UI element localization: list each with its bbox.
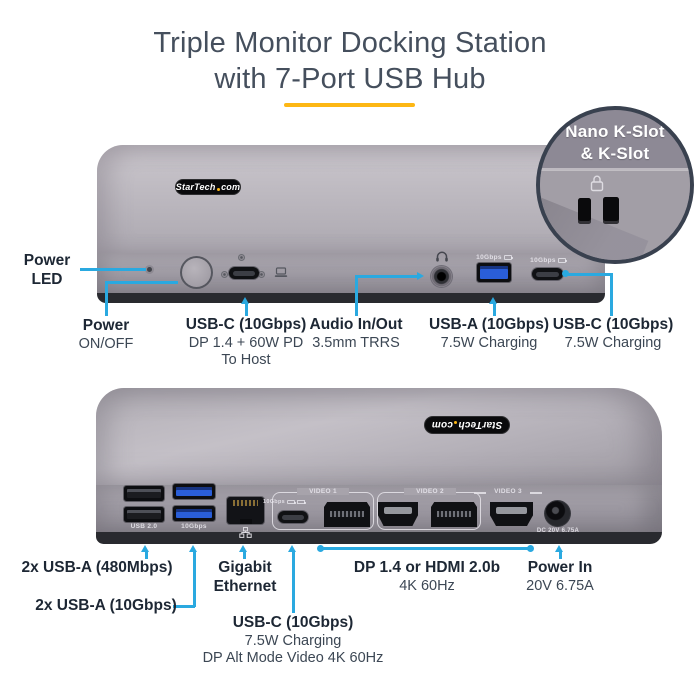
security-slot-inset: Nano K-Slot & K-Slot [536, 106, 694, 264]
inset-device-edge [540, 168, 690, 171]
power-switch-callout-line [105, 281, 178, 284]
hdmi-port-1[interactable] [378, 502, 418, 526]
video-callout-dot-left [317, 545, 324, 552]
brand-text-right: com [431, 419, 453, 431]
printed-label-usb-a-speed: 10Gbps [472, 254, 516, 261]
ethernet-callout-line [243, 551, 246, 559]
ethernet-port[interactable] [227, 497, 264, 524]
usb-a-10g-port-2[interactable] [173, 506, 215, 521]
callout-usb-c-charging: USB-C (10Gbps) 7.5W Charging [552, 316, 674, 351]
video3-dash [530, 492, 542, 494]
inset-label-line-1: Nano K-Slot [565, 122, 665, 141]
audio-callout-line [355, 275, 358, 316]
page-title-line-1: Triple Monitor Docking Station [153, 27, 547, 59]
usb-c-rear-port[interactable] [278, 511, 308, 523]
video-callout-line [322, 547, 530, 550]
audio-callout-arrow [417, 272, 424, 280]
power-in-callout-line [559, 551, 562, 559]
screw-icon [238, 254, 245, 261]
usb2-callout-arrow [141, 545, 149, 552]
title-accent-underline [284, 103, 415, 107]
laptop-icon [274, 267, 288, 277]
nano-k-slot [578, 198, 591, 224]
usb10-callout-arrow [189, 545, 197, 552]
printed-label-usb10: 10Gbps [181, 523, 207, 530]
callout-power-switch: Power ON/OFF [78, 317, 134, 352]
video3-dash [474, 492, 486, 494]
dc-power-jack[interactable] [544, 500, 571, 527]
callout-power-in: Power In 20V 6.75A [526, 559, 594, 594]
callout-video: DP 1.4 or HDMI 2.0b 4K 60Hz [353, 559, 501, 594]
callout-rear-usb-c: USB-C (10Gbps) 7.5W Charging DP Alt Mode… [202, 614, 384, 666]
battery-icon [286, 499, 296, 505]
printed-label-video1: VIDEO 1 [297, 488, 349, 495]
headphones-icon [436, 251, 448, 262]
lock-icon [590, 175, 604, 192]
power-switch-callout-line [105, 281, 108, 316]
usb-c-host-callout-line [245, 303, 248, 316]
rear-usb-c-callout-arrow [288, 545, 296, 552]
printed-label-dc: DC 20V 6.75A [536, 528, 580, 534]
power-button[interactable] [180, 256, 213, 289]
callout-usb2: 2x USB-A (480Mbps) [21, 559, 173, 576]
hdmi-port-2[interactable] [490, 502, 533, 526]
rear-usb-c-callout-line [292, 551, 295, 613]
brand-text-left: StarTech [175, 182, 216, 192]
ethernet-callout-arrow [239, 545, 247, 552]
usb-a-2-0-port-2[interactable] [124, 507, 164, 522]
audio-callout-line [355, 275, 418, 278]
usb-c-callout-line [566, 273, 612, 276]
callout-usb-c-host: USB-C (10Gbps) DP 1.4 + 60W PD To Host [185, 316, 307, 368]
dock-rear-base [96, 532, 662, 544]
screw-icon [258, 271, 265, 278]
video-callout-dot-right [527, 545, 534, 552]
printed-label-usb2: USB 2.0 [130, 523, 158, 530]
usb-c-callout-dot [562, 270, 569, 277]
callout-ethernet: Gigabit Ethernet [213, 559, 277, 595]
callout-usb-a: USB-A (10Gbps) 7.5W Charging [429, 316, 549, 351]
battery-icon [503, 255, 513, 260]
dock-front-top-surface [97, 145, 605, 253]
usb-a-callout-arrow [489, 297, 497, 304]
display-icon [296, 499, 306, 505]
star-dot-icon [453, 420, 458, 425]
brand-text-left: StarTech [458, 419, 503, 431]
dock-rear-top-surface [96, 388, 662, 485]
startech-logo-front: StarTech com [175, 179, 241, 195]
page-title-line-2: with 7-Port USB Hub [214, 63, 486, 95]
usb10-callout-line [193, 551, 196, 607]
usb-c-host-callout-arrow [241, 297, 249, 304]
power-led-dot [147, 267, 152, 272]
usb-a-2-0-port-1[interactable] [124, 486, 164, 501]
printed-label-video3: VIDEO 3 [494, 488, 522, 495]
brand-text-right: com [221, 182, 241, 192]
printed-label-video2: VIDEO 2 [404, 488, 456, 495]
power-led-callout-line [80, 268, 146, 271]
star-dot-icon [216, 187, 221, 192]
startech-logo-rear: StarTech com [424, 416, 510, 434]
ethernet-icon [239, 527, 252, 538]
usb2-callout-line [145, 551, 148, 559]
power-in-callout-arrow [555, 545, 563, 552]
audio-jack-3-5mm[interactable] [430, 265, 453, 288]
dock-front-base [97, 293, 605, 303]
callout-power-led: Power LED [23, 252, 71, 288]
inset-label-line-2: & K-Slot [580, 144, 650, 163]
usb-c-host-port[interactable] [229, 267, 259, 279]
usb-c-callout-line [610, 273, 613, 316]
usb-a-10g-front-port[interactable] [477, 263, 511, 282]
callout-usb10: 2x USB-A (10Gbps) [35, 597, 177, 614]
displayport-1[interactable] [324, 502, 370, 527]
usb-c-front-port[interactable] [532, 268, 563, 280]
k-slot [603, 197, 619, 224]
callout-audio: Audio In/Out 3.5mm TRRS [309, 316, 403, 351]
usb-a-callout-line [493, 303, 496, 316]
displayport-2[interactable] [431, 502, 477, 527]
printed-label-rear-usb-c: 10Gbps [262, 499, 306, 505]
screw-icon [221, 271, 228, 278]
usb10-callout-line [173, 605, 195, 608]
usb-a-10g-port-1[interactable] [173, 484, 215, 499]
